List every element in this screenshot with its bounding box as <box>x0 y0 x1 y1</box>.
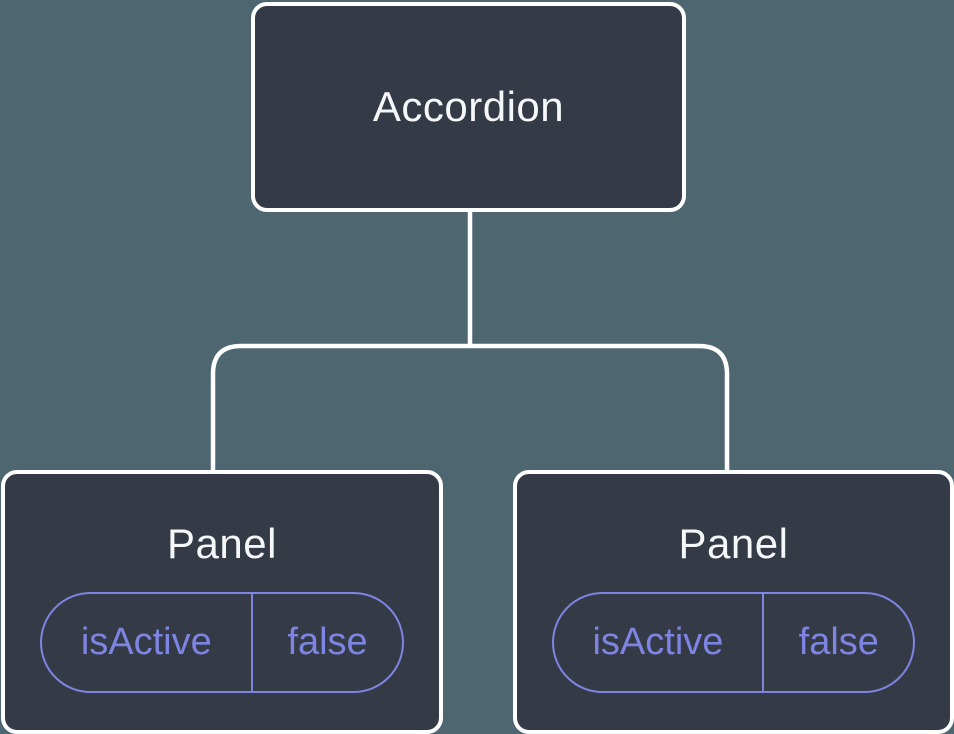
state-key: isActive <box>554 594 765 691</box>
state-value: false <box>287 621 368 663</box>
branch-bracket-line <box>210 343 730 470</box>
state-pill: isActive false <box>39 592 405 693</box>
tree-node-panel-left: Panel isActive false <box>1 470 443 734</box>
state-value: false <box>798 621 879 663</box>
accordion-node-label: Accordion <box>372 83 565 130</box>
panel-node-label: Panel <box>167 520 277 567</box>
tree-node-panel-right: Panel isActive false <box>513 470 954 734</box>
panel-node-label: Panel <box>678 520 789 567</box>
tree-node-accordion: Accordion <box>251 2 686 212</box>
state-pill: isActive false <box>551 592 916 693</box>
state-key: isActive <box>42 594 253 691</box>
